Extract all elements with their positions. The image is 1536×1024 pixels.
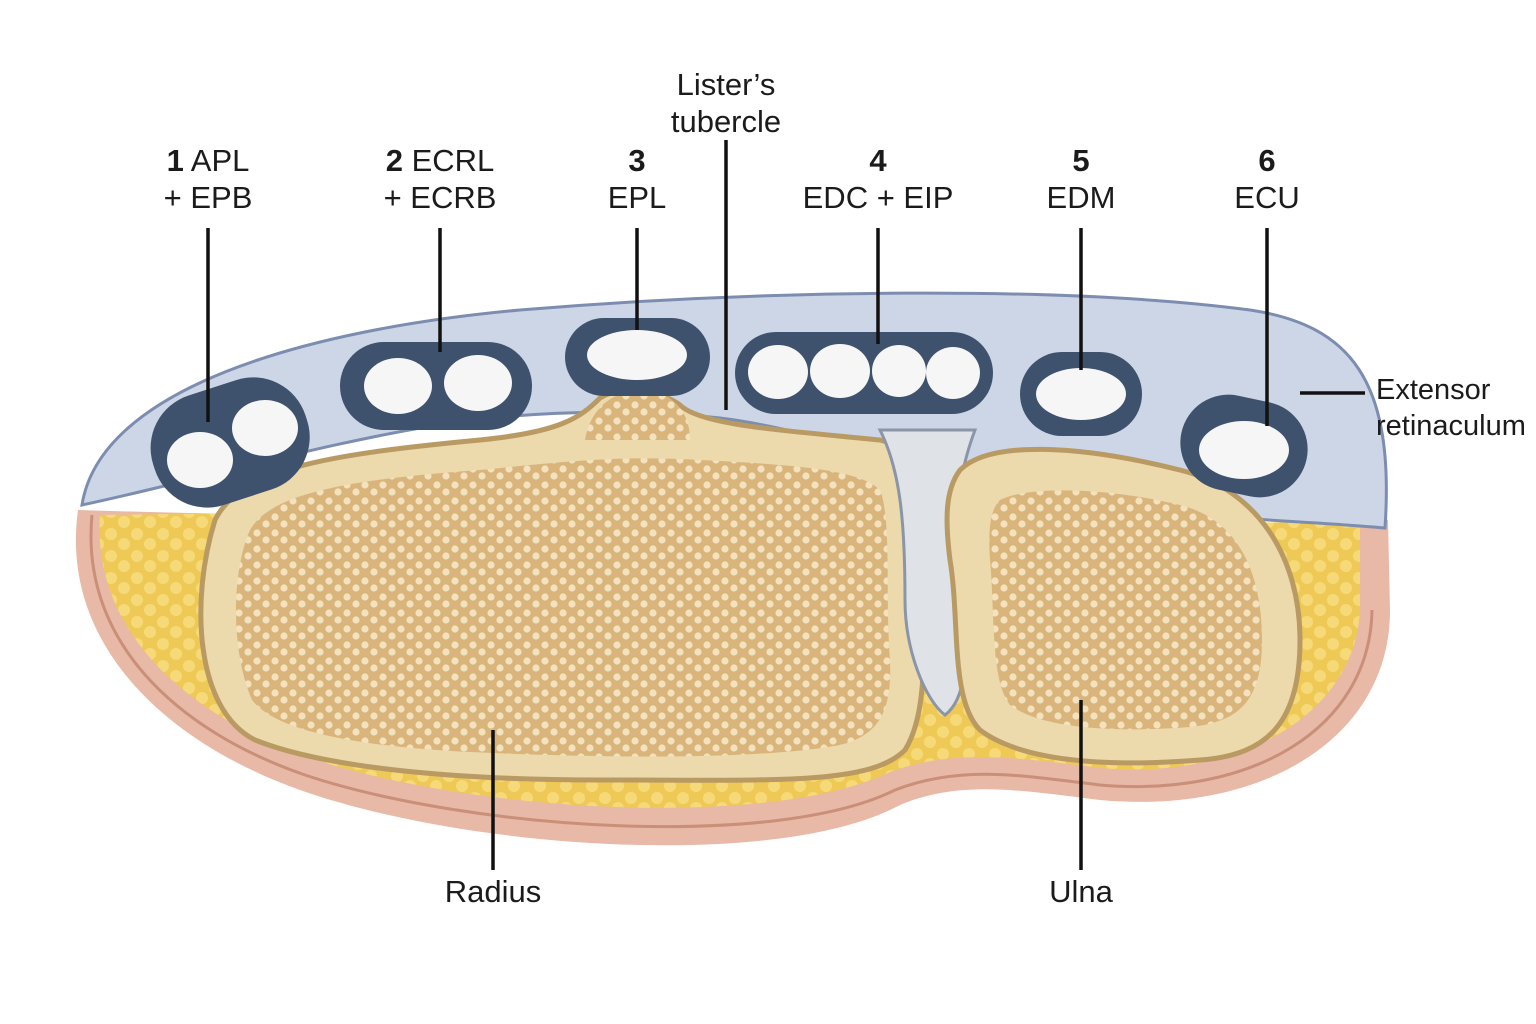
label-compartment-5: 5 EDM [1031,142,1131,216]
retinaculum-line2: retinaculum [1376,410,1526,442]
compartment-5 [1020,352,1142,436]
compartment-3-line2: EPL [607,180,667,215]
edc-tendon-2 [810,344,870,398]
compartment-1-line2: + EPB [163,180,253,215]
edc-tendon-3 [872,345,926,397]
compartment-4-line2: EDC + EIP [802,180,954,215]
ulna-cancellous [989,490,1262,730]
edc-tendon-1 [748,345,808,399]
compartment-1 [150,377,310,508]
compartment-1-line1: APL [190,143,250,178]
compartment-2 [340,342,532,430]
label-compartment-2: 2 ECRL + ECRB [370,142,510,216]
listers-tubercle [585,390,690,440]
compartment-6-number: 6 [1258,143,1276,178]
eip-tendon [926,347,980,399]
compartment-3 [565,318,710,396]
listers-line1: Lister’s [676,67,776,102]
skin-inner-line [89,514,1374,829]
label-compartment-3: 3 EPL [587,142,687,216]
label-extensor-retinaculum: Extensor retinaculum [1376,372,1526,444]
edm-tendon [1036,368,1126,420]
epl-tendon [587,330,687,380]
compartment-6-line2: ECU [1234,180,1300,215]
label-compartment-1: 1 APL + EPB [148,142,268,216]
compartment-2-line1: ECRL [411,143,495,178]
ulna-bone [944,446,1303,766]
compartment-5-line2: EDM [1046,180,1116,215]
listers-line2: tubercle [670,104,782,139]
label-listers-tubercle: Lister’s tubercle [656,66,796,140]
label-compartment-6: 6 ECU [1217,142,1317,216]
compartment-1-number: 1 [166,143,184,178]
label-radius: Radius [444,874,542,909]
compartment-3-number: 3 [628,143,646,178]
compartment-2-line2: + ECRB [383,180,497,215]
radius-cancellous [236,458,891,757]
epb-tendon [232,400,298,456]
compartment-4-number: 4 [869,143,887,178]
compartment-5-number: 5 [1072,143,1090,178]
compartment-2-number: 2 [385,143,403,178]
ecrl-tendon [364,358,432,414]
ecrb-tendon [444,355,512,411]
compartment-6 [1180,394,1308,498]
radius-bone [198,388,929,783]
apl-tendon [167,432,233,488]
ecu-tendon [1199,421,1289,479]
label-ulna: Ulna [1049,874,1113,909]
label-compartment-4: 4 EDC + EIP [793,142,963,216]
retinaculum-line1: Extensor [1376,374,1491,406]
compartment-4 [735,332,993,414]
